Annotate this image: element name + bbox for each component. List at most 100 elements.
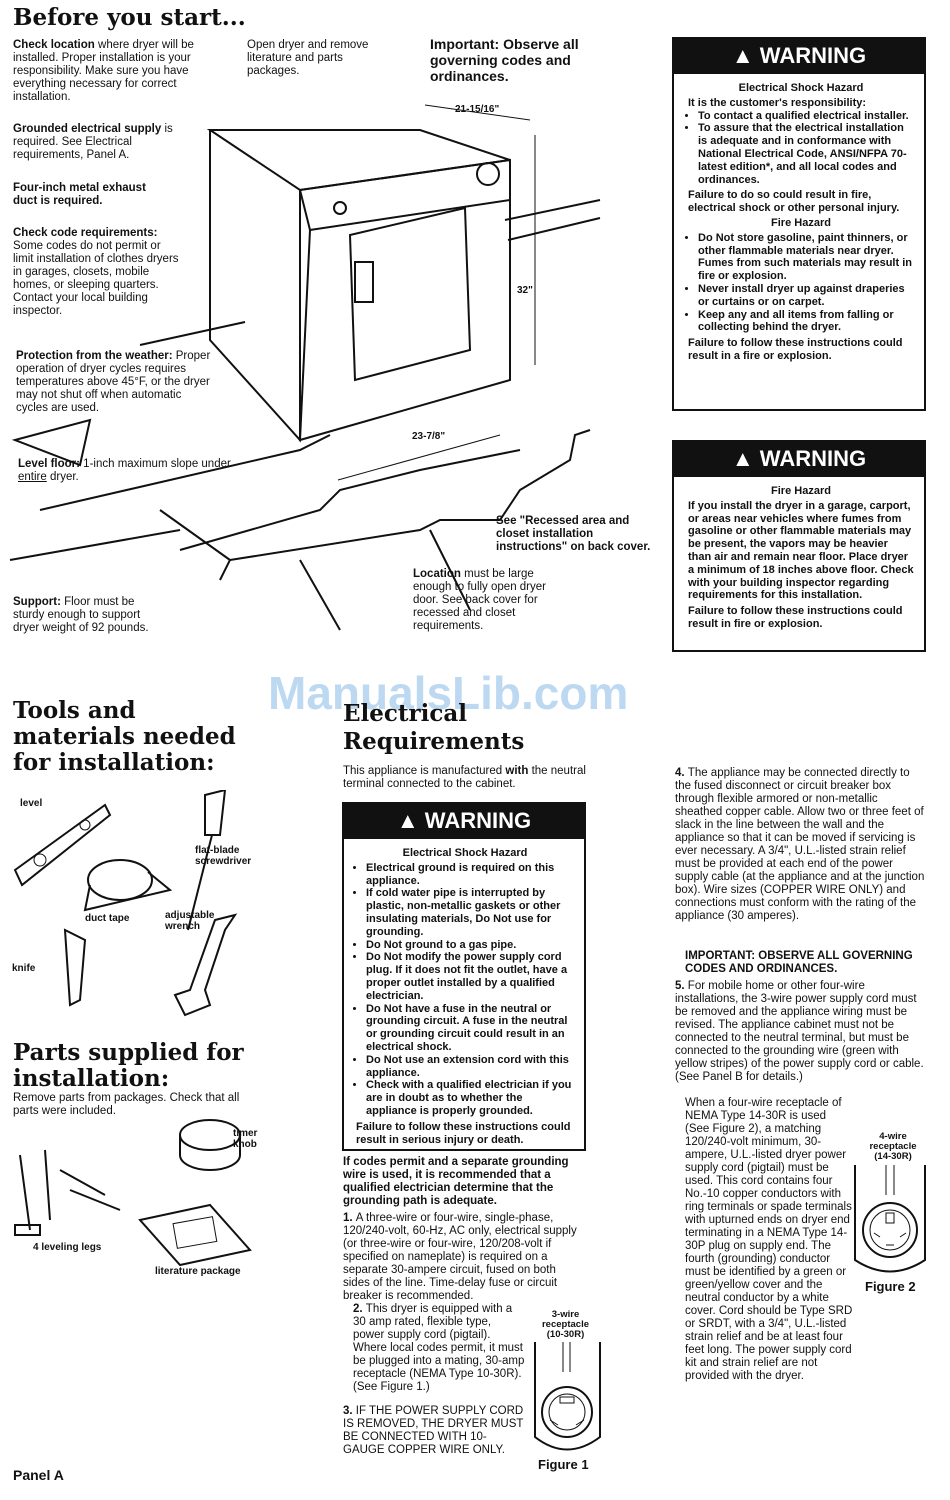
warning-title: WARNING [759,43,867,68]
electrical-important: IMPORTANT: OBSERVE ALL GOVERNING CODES A… [685,950,913,975]
weather-lead: Protection from the weather: [16,350,173,362]
warning-item: Do Not modify the power supply cord plug… [366,951,574,1002]
warning-triangle-icon: ▲ [731,446,754,471]
warning-triangle-icon: ▲ [731,43,754,68]
level-body: 1-inch maximum slope under [79,458,231,470]
panel-label: Panel A [13,1467,64,1483]
warning-box-electrical: ▲ WARNING Electrical Shock Hazard Electr… [342,802,586,1151]
part-legs-label: 4 leveling legs [33,1242,102,1253]
warning-box-fire: ▲ WARNING Fire Hazard If you install the… [672,440,926,652]
weather-protection-text: Protection from the weather: Proper oper… [16,350,211,415]
dimension-width: 21-15/16" [455,104,500,115]
figure1-caption: Figure 1 [538,1457,589,1472]
exhaust-duct-text: Four-inch metal exhaust duct is required… [13,182,146,207]
warning-item: Do Not use an extension cord with this a… [366,1054,574,1080]
section-title-before-start: Before you start... [13,4,246,31]
dimension-depth: 23-7/8" [412,431,446,442]
dryer-illustration [9,104,601,631]
part-literature-label: literature package [155,1266,241,1277]
parts-text: Remove parts from packages. Check that a… [13,1092,240,1117]
warning-list: Electrical ground is required on this ap… [356,862,574,1118]
code-requirements-text: Check code requirements: Some codes do n… [13,227,183,318]
part-timer-knob-label: timer knob [233,1128,258,1150]
electrical-step-1: 1. A three-wire or four-wire, single-pha… [343,1212,577,1302]
step4-text: The appliance may be connected directly … [675,767,925,922]
warning-item: If cold water pipe is interrupted by pla… [366,887,574,938]
dimension-height: 32" [517,285,533,296]
warning-subhead-fire: Fire Hazard [771,216,831,229]
tools-title: Tools and materials needed for installat… [13,697,236,776]
electrical-step-3: 3. IF THE POWER SUPPLY CORD IS REMOVED, … [343,1405,524,1456]
location-lead: Location [413,568,461,580]
parts-illustration [14,1119,252,1267]
check-location-text: Check location where dryer will be insta… [13,39,198,104]
tool-wrench-label: adjustable wrench [165,910,215,932]
parts-title: Parts supplied for installation: [13,1039,244,1092]
electrical-intro-a: This appliance is manufactured [343,765,506,777]
warning-body: Fire Hazard If you install the dryer in … [674,477,924,637]
grounded-body: is required. See Electrical requirements… [13,123,173,161]
tool-duct-tape-label: duct tape [85,913,130,924]
tool-level-label: level [20,798,43,809]
grounded-supply-text: Grounded electrical supply is required. … [13,123,183,162]
level-entire: entire [18,471,47,483]
warning-item: Do Not ground to a gas pipe. [366,939,574,952]
figure1-label: 3-wire receptacle (10-30R) [541,1309,589,1340]
warning-item: To contact a qualified electrical instal… [698,110,914,123]
warning-item: Electrical ground is required on this ap… [366,862,574,888]
warning-fail: Failure to do so could result in fire, e… [688,189,900,215]
electrical-intro-b: with [505,765,529,777]
warning-subhead-shock: Electrical Shock Hazard [738,82,864,94]
warning-fail: Failure to follow these instructions cou… [356,1120,571,1146]
electrical-step-5c [685,1299,925,1359]
weather-body: Proper operation of dryer cycles require… [16,350,211,414]
codes-body: Some codes do not permit or limit instal… [13,240,179,317]
level-lead: Level floor: [18,458,80,470]
support-lead: Support: [13,596,61,608]
electrical-step-4: 4. The appliance may be connected direct… [675,767,925,922]
warning-title: WARNING [424,808,532,833]
step1-text: A three-wire or four-wire, single-phase,… [343,1212,577,1302]
tool-knife-label: knife [12,963,36,974]
warning-item: Keep any and all items from falling or c… [698,309,914,335]
warning-body: Electrical Shock Hazard It is the custom… [674,74,924,369]
warning-body: Electrical Shock Hazard Electrical groun… [344,839,584,1152]
recessed-note: See "Recessed area and closet installati… [496,515,651,553]
warning-subhead-fire: Fire Hazard [771,485,831,497]
warning-list: To contact a qualified electrical instal… [688,110,914,187]
warning-intro: It is the customer's responsibility: [688,96,867,109]
electrical-step-5: 5. For mobile home or other four-wire in… [675,980,924,1083]
electrical-intro: This appliance is manufactured with the … [343,765,593,791]
warning-list-fire: Do Not store gasoline, paint thinners, o… [688,232,914,334]
level-floor-text: Level floor: 1-inch maximum slope under … [18,458,238,484]
warning-header: ▲ WARNING [674,442,924,477]
open-dryer-text: Open dryer and remove literature and par… [247,39,369,77]
figure2-label: 4-wire receptacle (14-30R) [869,1131,917,1162]
warning-title: WARNING [759,446,867,471]
codes-lead: Check code requirements: [13,227,158,239]
figure2-caption: Figure 2 [865,1279,916,1294]
check-location-body: where dryer will be installed. Proper in… [13,39,194,103]
warning-header: ▲ WARNING [674,39,924,74]
tools-illustration [13,790,238,1017]
step3-text: IF THE POWER SUPPLY CORD IS REMOVED, THE… [343,1405,524,1456]
check-location-lead: Check location [13,39,95,51]
warning-item: Never install dryer up against draperies… [698,283,914,309]
step5-text: For mobile home or other four-wire insta… [675,980,924,1083]
warning-triangle-icon: ▲ [396,808,419,833]
important-codes-text: Important: Observe all governing codes a… [430,36,579,84]
support-text: Support: Floor must be sturdy enough to … [13,596,163,635]
level-end: dryer. [46,471,79,483]
ground-note: If codes permit and a separate grounding… [343,1156,569,1207]
figure2-receptacle-icon [854,1165,926,1273]
figure1-receptacle-icon [534,1342,601,1451]
warning-subhead-shock: Electrical Shock Hazard [402,847,528,859]
warning-item: To assure that the electrical installati… [698,122,914,186]
electrical-step-2: 2. This dryer is equipped with a 30 amp … [353,1303,525,1393]
tool-screwdriver-label: flat-blade screwdriver [195,845,252,867]
location-body: must be large enough to fully open dryer… [413,568,546,632]
warning-header: ▲ WARNING [344,804,584,839]
warning-text: If you install the dryer in a garage, ca… [688,499,914,602]
warning-box-shock-fire: ▲ WARNING Electrical Shock Hazard It is … [672,37,926,411]
watermark: ManualsLib.com [268,667,629,719]
